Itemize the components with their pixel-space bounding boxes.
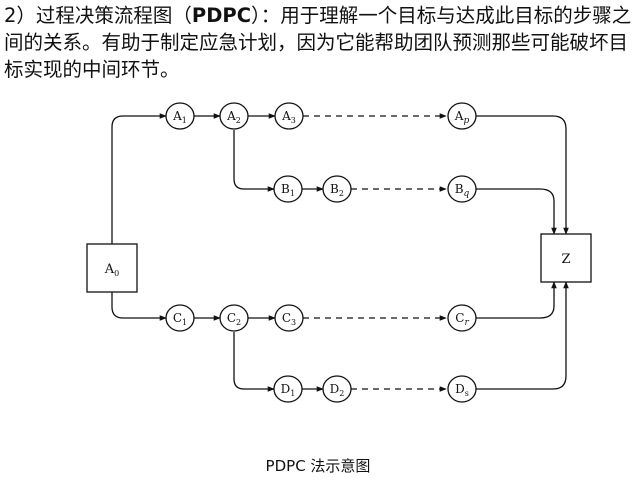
node-label-base: C: [173, 311, 182, 325]
edge-clast-z: [476, 281, 557, 319]
node-circle: [274, 102, 304, 130]
node-b1: B1: [273, 175, 303, 203]
intro-prefix: 2）过程决策流程图（: [4, 4, 192, 27]
node-label-base: C: [227, 311, 236, 325]
node-circle: [447, 102, 477, 130]
edge-alast-z: [476, 115, 569, 235]
node-label-base: A: [454, 109, 464, 123]
figure-caption: PDPC 法示意图: [265, 457, 371, 475]
start-node-a0: A0: [86, 243, 138, 293]
node-label: A2: [226, 109, 241, 125]
node-c3: C3: [274, 304, 304, 332]
node-label-sub: s: [465, 389, 469, 398]
node-label-sub: 1: [182, 318, 187, 327]
start-node-label: A0: [104, 262, 119, 278]
node-c1: C1: [165, 304, 195, 332]
node-label: C3: [282, 311, 296, 327]
diagram-edges: [111, 113, 569, 392]
start-node-box: [86, 243, 138, 293]
node-label-base: D: [330, 382, 340, 396]
node-label: A3: [281, 109, 296, 125]
node-label-base: C: [455, 311, 464, 325]
node-label: B2: [330, 182, 344, 198]
node-label: C1: [173, 311, 187, 327]
node-circle: [219, 304, 249, 332]
edge-a0-a1: [111, 113, 167, 244]
node-label: Ap: [454, 109, 470, 126]
node-circle: [447, 175, 477, 203]
node-ap: Ap: [447, 102, 477, 130]
node-label-sub: 1: [182, 116, 187, 125]
node-label-base: A: [281, 109, 291, 123]
node-circle: [273, 375, 303, 403]
start-node-sub: 0: [114, 269, 119, 278]
node-label-sub: 2: [236, 116, 241, 125]
node-label: D2: [330, 382, 345, 398]
node-ds: Ds: [447, 375, 477, 403]
intro-keyword: PDPC: [191, 4, 252, 27]
node-label-sub: 2: [339, 189, 344, 198]
node-cr: Cr: [447, 304, 477, 332]
node-bq: Bq: [447, 175, 477, 203]
node-label-base: D: [455, 382, 465, 396]
node-circle: [322, 375, 352, 403]
node-circle: [219, 102, 249, 130]
intro-body: ）：用于理解一个目标与达成此目标的步骤之间的关系。有助于制定应急计划，因为它能帮…: [4, 4, 632, 81]
node-circle: [447, 375, 477, 403]
node-label-base: B: [281, 182, 290, 196]
node-a2: A2: [219, 102, 249, 130]
node-label: A1: [172, 109, 187, 125]
node-a3: A3: [274, 102, 304, 130]
node-label-sub: 3: [291, 318, 296, 327]
end-node-z: Z: [540, 233, 592, 283]
node-label: B1: [281, 182, 295, 198]
end-node-box: [540, 233, 592, 283]
node-label-sub: 2: [339, 389, 344, 398]
node-label: C2: [227, 311, 241, 327]
node-a1: A1: [165, 102, 195, 130]
node-label: Cr: [455, 311, 469, 328]
node-label: Bq: [455, 182, 470, 199]
node-label-base: A: [172, 109, 182, 123]
node-label-sub: 2: [236, 318, 241, 327]
node-d2: D2: [322, 375, 352, 403]
node-circle: [447, 304, 477, 332]
node-label-base: B: [330, 182, 339, 196]
edge-blast-z: [476, 188, 557, 235]
node-label: Ds: [455, 382, 469, 398]
node-circle: [322, 175, 352, 203]
edge-c2-d1: [233, 332, 275, 392]
node-label-sub: 1: [290, 389, 295, 398]
node-c2: C2: [219, 304, 249, 332]
edge-dlast-z: [476, 281, 569, 390]
node-label: D1: [281, 382, 296, 398]
intro-paragraph: 2）过程决策流程图（PDPC）：用于理解一个目标与达成此目标的步骤之间的关系。有…: [4, 2, 632, 83]
edge-a2-b1: [233, 130, 275, 192]
node-label-base: B: [455, 182, 464, 196]
node-circle: [274, 304, 304, 332]
node-b2: B2: [322, 175, 352, 203]
node-circle: [273, 175, 303, 203]
node-circle: [165, 304, 195, 332]
node-circle: [165, 102, 195, 130]
node-d1: D1: [273, 375, 303, 403]
node-label-base: A: [226, 109, 236, 123]
start-node-base: A: [104, 262, 115, 277]
node-label-sub: 3: [291, 116, 296, 125]
end-node-label: Z: [561, 252, 570, 267]
edge-a0-c1: [111, 292, 167, 321]
node-label-sub: q: [464, 189, 470, 199]
node-label-base: C: [282, 311, 291, 325]
node-label-sub: r: [464, 318, 469, 328]
node-label-base: D: [281, 382, 291, 396]
node-label-sub: 1: [290, 189, 295, 198]
node-label-sub: p: [463, 116, 469, 126]
